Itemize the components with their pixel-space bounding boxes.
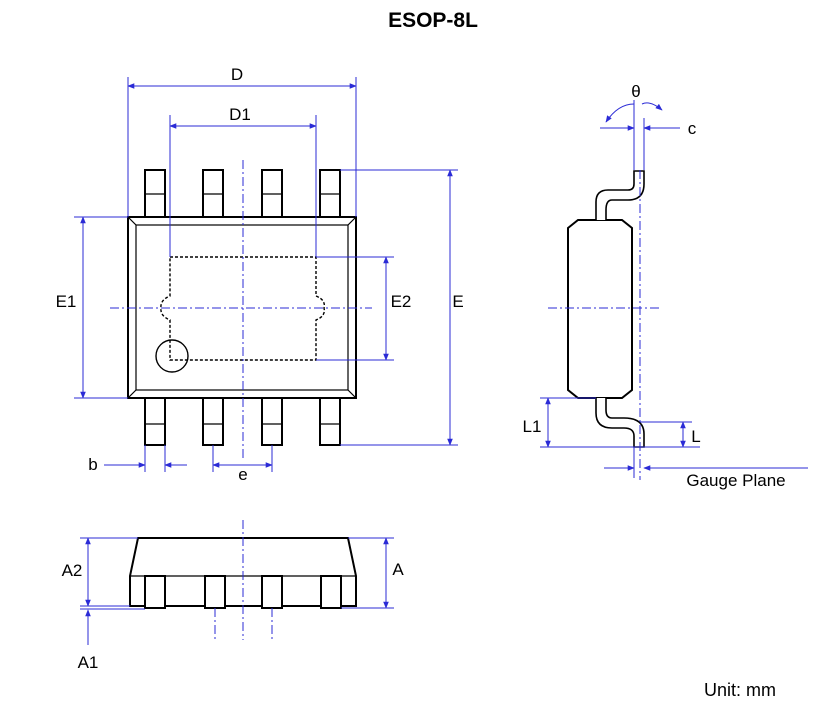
- dim-e-label: e: [238, 465, 247, 484]
- dim-E1-label: E1: [56, 292, 77, 311]
- dim-A-label: A: [392, 560, 404, 579]
- dim-D1-label: D1: [229, 105, 251, 124]
- dim-A1-label: A1: [78, 653, 99, 672]
- dim-A2-label: A2: [62, 561, 83, 580]
- side-view: θ c L1 L Gauge Plane: [523, 82, 808, 490]
- pin1-marker: [155, 339, 189, 373]
- dim-L-label: L: [691, 427, 700, 446]
- dim-theta-label: θ: [631, 82, 640, 101]
- dim-b-label: b: [88, 455, 97, 474]
- dim-E-label: E: [452, 292, 463, 311]
- dim-L1-label: L1: [523, 417, 542, 436]
- gauge-plane-label: Gauge Plane: [686, 471, 785, 490]
- dim-D-label: D: [231, 65, 243, 84]
- side-body: [567, 219, 633, 399]
- dim-E2-label: E2: [391, 292, 412, 311]
- top-view: D D1 E1 E2 E b e: [56, 65, 464, 484]
- unit-note: Unit: mm: [704, 680, 776, 700]
- dim-c-label: c: [688, 119, 697, 138]
- top-pins: [144, 169, 341, 218]
- package-title: ESOP-8L: [388, 9, 478, 32]
- front-view: A2 A1 A: [62, 520, 404, 672]
